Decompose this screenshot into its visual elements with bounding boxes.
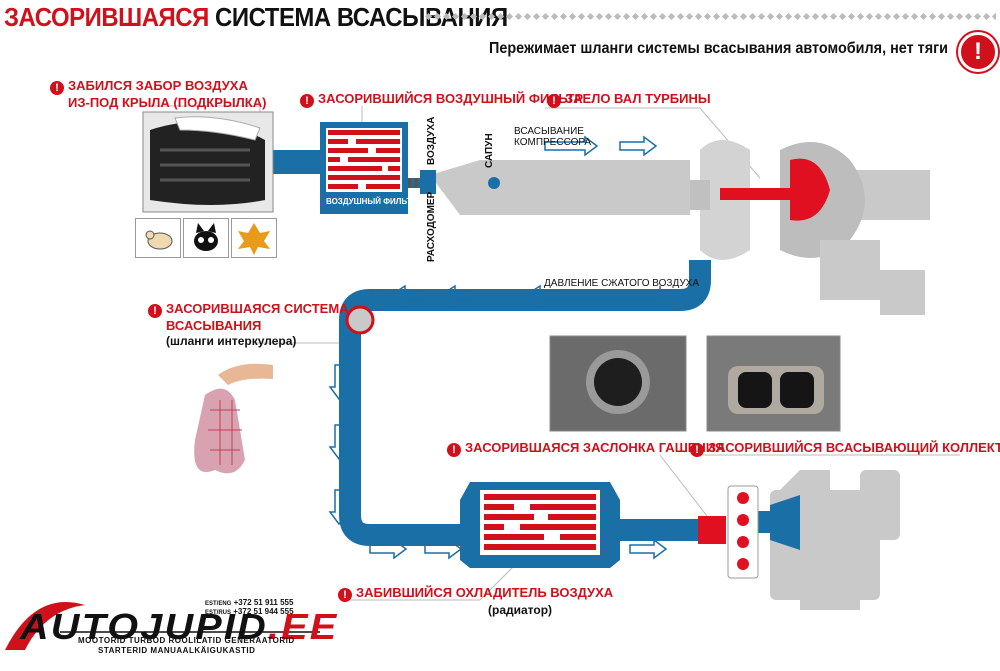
breather-port bbox=[488, 177, 500, 189]
grille-photo bbox=[142, 111, 274, 213]
intercooler-core bbox=[484, 494, 596, 550]
filter-caption: ВОЗДУШНЫЙ ФИЛЬТР bbox=[326, 197, 417, 206]
warning-icon: ! bbox=[958, 32, 998, 72]
label-air-filter: !ЗАСОРИВШИЙСЯ ВОЗДУШНЫЙ ФИЛЬТР bbox=[300, 91, 583, 108]
warning-icon: ! bbox=[300, 94, 314, 108]
throttle-body bbox=[698, 516, 726, 544]
intake-tube bbox=[430, 160, 690, 215]
label-air-intake: !ЗАБИЛСЯ ЗАБОР ВОЗДУХА ИЗ-ПОД КРЫЛА (ПОД… bbox=[50, 78, 266, 110]
phone-1: EST/ENG +372 51 911 555 bbox=[205, 598, 294, 607]
logo-swoosh bbox=[5, 602, 85, 650]
warning-icon: ! bbox=[148, 304, 162, 318]
company-logo: AUTOJUPID.EE bbox=[20, 606, 339, 647]
manifold-photo bbox=[706, 335, 841, 432]
leaf-thumb bbox=[231, 218, 277, 258]
mouse-thumb bbox=[135, 218, 181, 258]
title-dots-divider bbox=[424, 12, 996, 22]
pipe-intercooler-hot bbox=[339, 260, 711, 546]
air-word: ВОЗДУХА bbox=[426, 116, 437, 165]
mouse-icon bbox=[145, 230, 173, 250]
warning-icon: ! bbox=[50, 81, 64, 95]
pressure-label: ДАВЛЕНИЕ СЖАТОГО ВОЗДУХА bbox=[544, 278, 700, 289]
cat-icon bbox=[194, 223, 218, 251]
label-throttle: !ЗАСОРИВШАЯСЯ ЗАСЛОНКА ГАШЕНИЯ bbox=[447, 440, 725, 457]
title-red: ЗАСОРИВШАЯСЯ bbox=[4, 2, 209, 32]
warning-icon: ! bbox=[338, 588, 352, 602]
turbine-shaft bbox=[720, 188, 790, 200]
warning-icon: ! bbox=[690, 443, 704, 457]
cat-thumb bbox=[183, 218, 229, 258]
air-filter-element bbox=[328, 130, 400, 189]
subtitle: Пережимает шланги системы всасывания авт… bbox=[489, 40, 948, 57]
warning-icon: ! bbox=[547, 94, 561, 108]
leaf-icon bbox=[238, 223, 270, 255]
label-manifold: !ЗАСОРИВШИЙСЯ ВСАСЫВАЮЩИЙ КОЛЛЕКТОР bbox=[690, 440, 1000, 457]
problem-marker bbox=[345, 305, 375, 335]
intake-manifold bbox=[727, 485, 759, 579]
label-intake-system: !ЗАСОРИВШАЯСЯ СИСТЕМА ВСАСЫВАНИЯ (шланги… bbox=[148, 301, 349, 349]
turbine-wheel bbox=[790, 158, 830, 221]
rag-photo bbox=[168, 355, 278, 500]
flow-meter-label: РАСХОДОМЕР bbox=[426, 191, 437, 262]
logo-tagline-1: MOOTORID TURBOD ROOLILATID GENERAATORID bbox=[78, 636, 295, 645]
pipe-intake bbox=[272, 150, 320, 174]
breather-label: САПУН bbox=[484, 133, 495, 168]
flow-arrows bbox=[328, 135, 668, 560]
compressor-label: ВСАСЫВАНИЕ КОМПРЕССОРА bbox=[514, 126, 592, 148]
throttle-photo bbox=[549, 335, 687, 432]
logo-tagline-2: STARTERID MANUAALKÄIGUKASTID bbox=[98, 646, 256, 655]
label-turbo-shaft: !ЗАЕЛО ВАЛ ТУРБИНЫ bbox=[547, 91, 711, 108]
warning-icon: ! bbox=[447, 443, 461, 457]
label-cooler: !ЗАБИВШИЙСЯ ОХЛАДИТЕЛЬ ВОЗДУХА (радиатор… bbox=[338, 585, 613, 618]
phone-2: EST/RUS +372 51 944 555 bbox=[205, 607, 294, 616]
